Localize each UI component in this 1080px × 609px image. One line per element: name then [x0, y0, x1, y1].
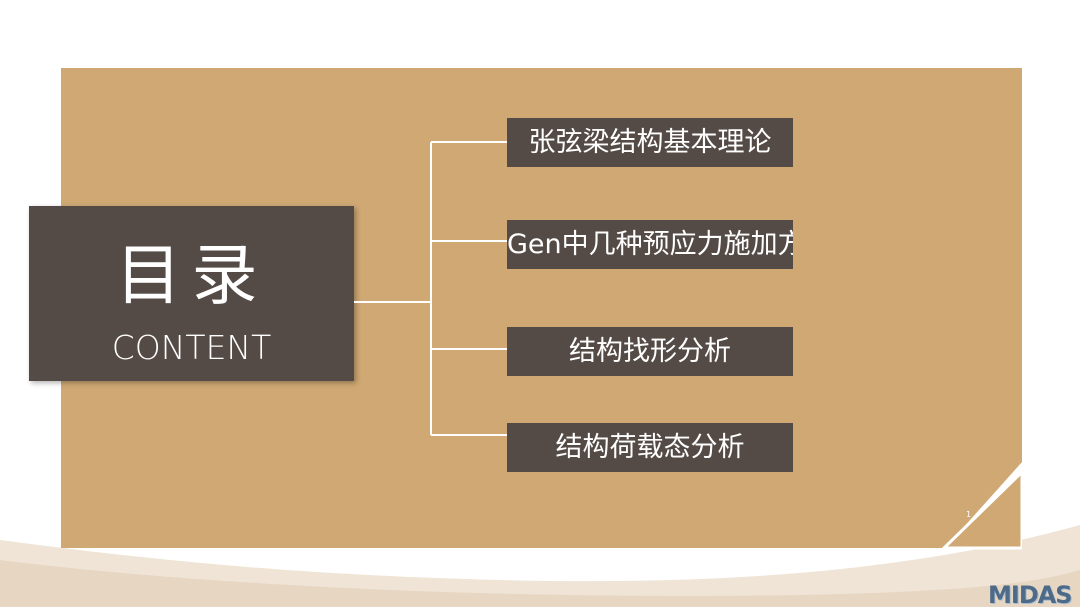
menu-item-form-finding[interactable]: 结构找形分析: [507, 327, 793, 376]
title-box: 目录 CONTENT: [29, 206, 354, 381]
page-corner-fold: [940, 470, 1022, 550]
menu-item-load-state-analysis[interactable]: 结构荷载态分析: [507, 423, 793, 472]
midas-logo: MIDAS: [988, 581, 1073, 609]
menu-item-prestress-methods[interactable]: Gen中几种预应力施加方式: [507, 220, 793, 269]
page-number: 1: [966, 510, 972, 519]
menu-item-cable-beam-theory[interactable]: 张弦梁结构基本理论: [507, 118, 793, 167]
page-subtitle: CONTENT: [111, 328, 272, 367]
page-title: 目录: [115, 237, 268, 314]
